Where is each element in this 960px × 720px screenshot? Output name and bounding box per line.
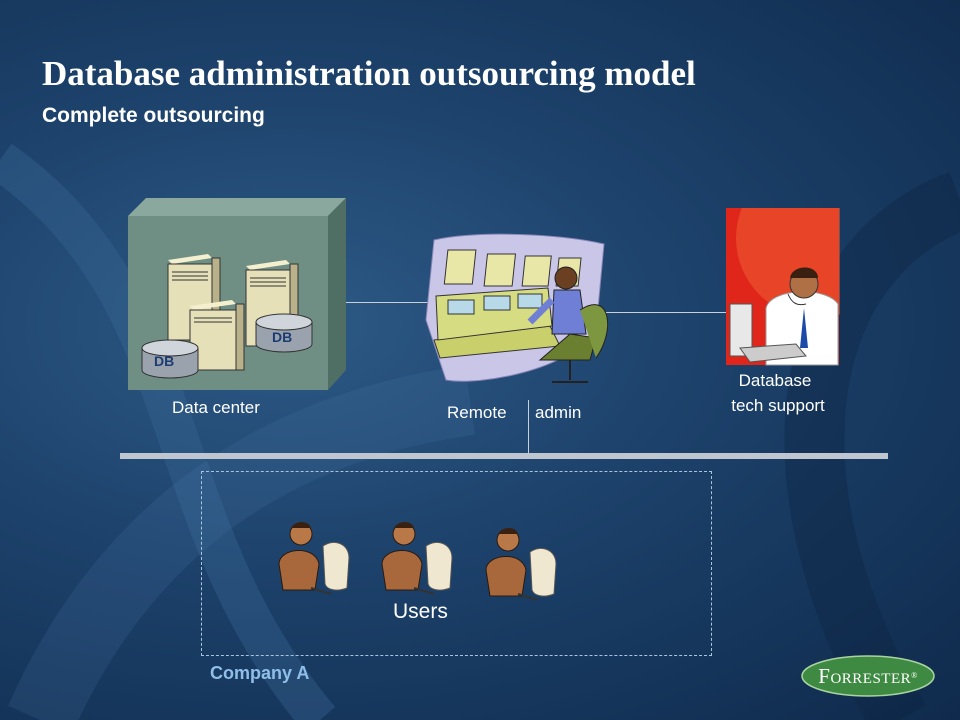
- db-tag-right: DB: [272, 329, 292, 345]
- user-icon: [381, 522, 453, 595]
- network-line: [120, 453, 888, 459]
- server-icon: [189, 300, 245, 371]
- slide-subtitle: Complete outsourcing: [42, 104, 265, 127]
- data-center-label: Data center: [172, 398, 260, 417]
- database-icon: DB: [255, 313, 313, 353]
- tech-support-illustration: [726, 208, 840, 366]
- company-boundary: [201, 471, 712, 656]
- operator-icon: [527, 266, 609, 383]
- connector-remote-support: [600, 312, 728, 313]
- slide-title: Database administration outsourcing mode…: [42, 54, 696, 93]
- company-label: Company A: [210, 663, 310, 683]
- remote-label: Remote: [447, 403, 507, 422]
- tech-support-label-line1: Database: [738, 371, 812, 390]
- forrester-logo: [801, 655, 935, 697]
- remote-admin-illustration: [425, 233, 609, 383]
- connector-remote-network: [528, 400, 529, 456]
- forrester-logo-text: FORRESTER®: [801, 655, 935, 697]
- monitor-wall-icon: [443, 249, 582, 287]
- user-icon: [278, 522, 350, 595]
- users-label: Users: [393, 600, 448, 623]
- connector-datacenter-remote: [346, 302, 428, 303]
- registered-mark: ®: [911, 671, 918, 680]
- admin-label: admin: [535, 403, 582, 422]
- user-icon: [485, 528, 557, 601]
- database-icon: DB: [141, 339, 199, 379]
- db-tag-left: DB: [154, 353, 174, 369]
- data-center-illustration: DB DB: [128, 198, 346, 390]
- tech-support-label-line2: tech support: [731, 396, 825, 415]
- forrester-wordmark: FORRESTER: [818, 664, 912, 688]
